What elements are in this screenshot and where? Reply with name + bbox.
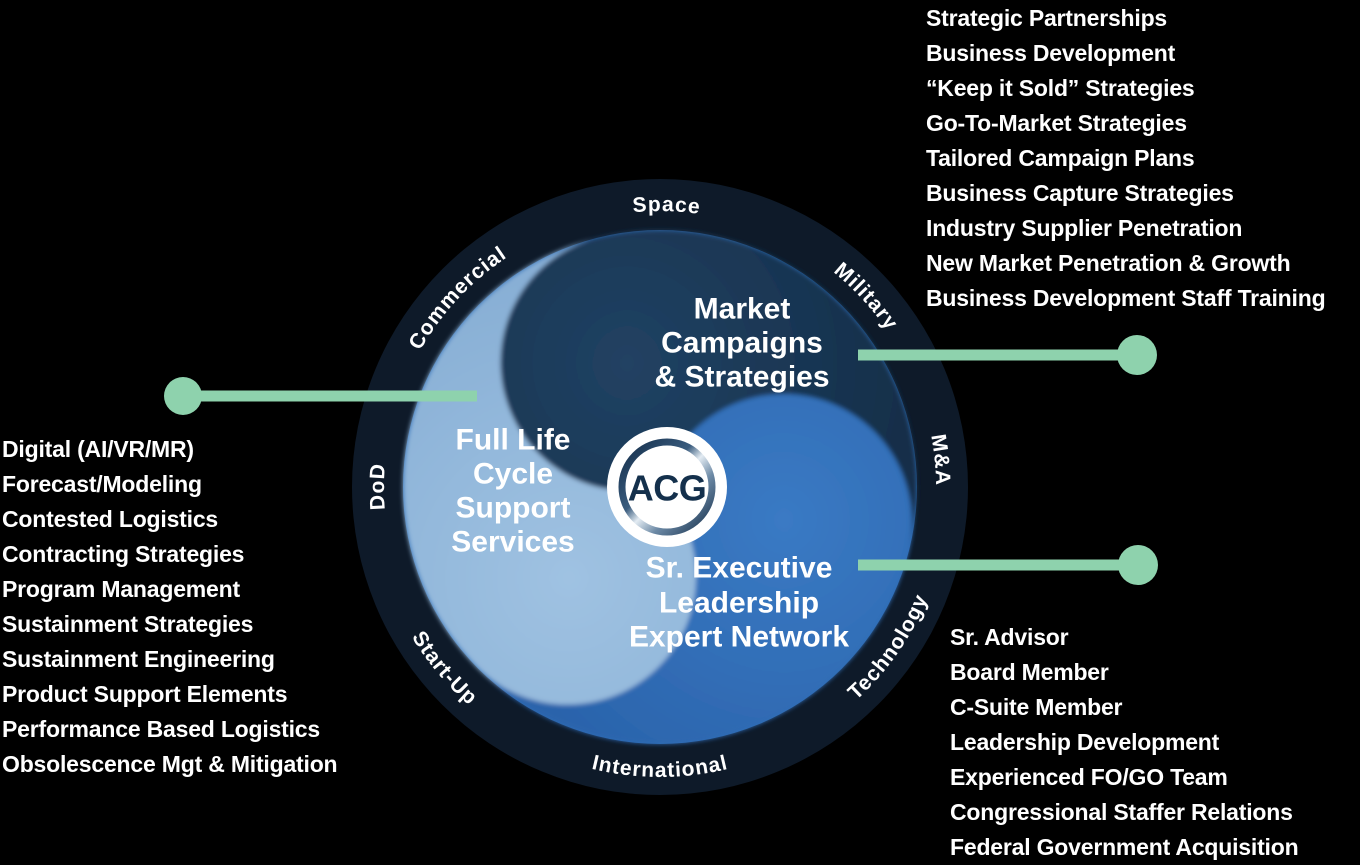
list-item: Forecast/Modeling [2,471,202,497]
segment-label-line: Full Life [456,424,571,457]
list-item: Go-To-Market Strategies [926,110,1187,136]
segment-label-line: & Strategies [654,361,829,394]
list-item: Experienced FO/GO Team [950,764,1228,790]
list-item: Sr. Advisor [950,624,1069,650]
segment-label-market: Market Campaigns & Strategies [654,293,829,394]
segment-label-full-cycle: Full Life Cycle Support Services [451,424,574,559]
ring-label-dod: DoD [366,463,390,511]
list-item: Digital (AI/VR/MR) [2,436,194,462]
list-item: Contracting Strategies [2,541,245,567]
list-item: Sustainment Engineering [2,646,275,672]
segment-label-line: Campaigns [661,327,823,360]
service-list-market-campaigns: Strategic Partnerships Business Developm… [926,1,1326,316]
segment-label-line: Cycle [473,458,553,491]
segment-market-campaigns [500,230,917,554]
list-item: Product Support Elements [2,681,288,707]
connector-top-right [858,335,1157,375]
list-item: Program Management [2,576,240,602]
segment-label-line: Leadership [659,587,819,620]
list-item: Board Member [950,659,1109,685]
service-list-executive-network: Sr. Advisor Board Member C-Suite Member … [950,620,1299,865]
list-item: Sustainment Strategies [2,611,254,637]
acg-logo-text: ACG [628,468,707,509]
segment-executive-network [478,394,912,744]
segment-label-line: Market [694,293,791,326]
list-item: Business Development [926,40,1176,66]
segment-label-line: Sr. Executive [646,552,833,585]
connector-dot [164,377,202,415]
connector-dot [1117,335,1157,375]
ring-label-space: Space [632,193,702,219]
acg-logo: ACG [607,427,727,547]
list-item: Federal Government Acquisition [950,834,1299,860]
list-item: Congressional Staffer Relations [950,799,1293,825]
connector-left [164,377,477,415]
list-item: Contested Logistics [2,506,219,532]
list-item: Business Development Staff Training [926,285,1326,311]
segment-label-line: Expert Network [629,621,849,654]
list-item: Performance Based Logistics [2,716,320,742]
pinwheel-segments [403,230,917,744]
segment-label-line: Support [456,492,571,525]
list-item: “Keep it Sold” Strategies [926,75,1195,101]
list-item: Business Capture Strategies [926,180,1234,206]
list-item: Tailored Campaign Plans [926,145,1195,171]
segment-label-executive: Sr. Executive Leadership Expert Network [629,552,849,654]
list-item: New Market Penetration & Growth [926,250,1291,276]
list-item: Industry Supplier Penetration [926,215,1243,241]
list-item: C-Suite Member [950,694,1123,720]
acg-logo-ring [618,438,716,536]
segment-full-life-cycle [403,238,697,705]
connector-bottom-right [858,545,1158,585]
list-item: Obsolescence Mgt & Mitigation [2,751,338,777]
list-item: Strategic Partnerships [926,5,1168,31]
segment-label-line: Services [451,526,574,559]
connector-dot [1118,545,1158,585]
service-list-full-life-cycle: Digital (AI/VR/MR) Forecast/Modeling Con… [2,432,338,782]
list-item: Leadership Development [950,729,1220,755]
